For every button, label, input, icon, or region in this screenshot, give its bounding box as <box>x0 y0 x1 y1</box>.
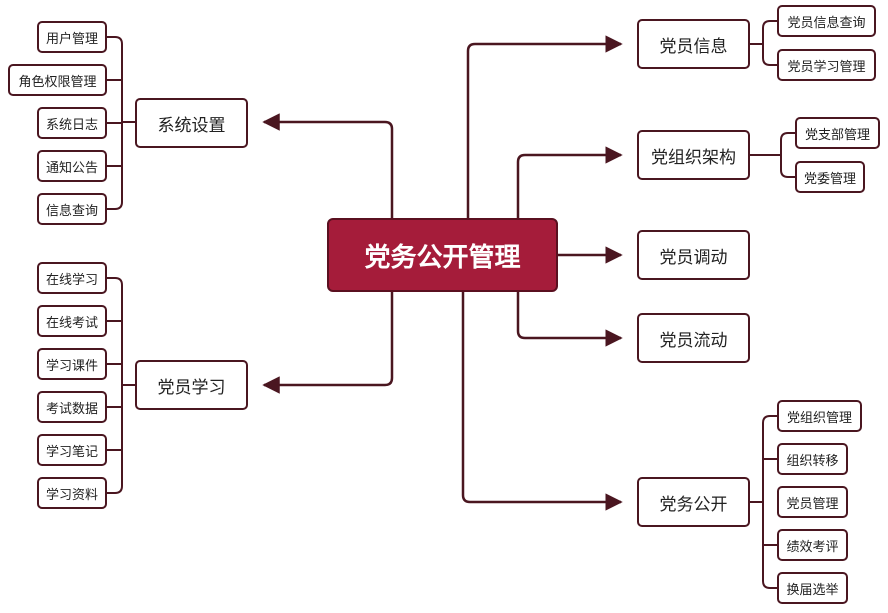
leaf-node: 学习课件 <box>37 348 107 380</box>
leaf-label: 党员管理 <box>786 496 839 512</box>
leaf-label: 系统日志 <box>45 117 98 133</box>
leaf-label: 在线考试 <box>45 315 98 331</box>
leaf-node: 用户管理 <box>37 21 107 53</box>
leaf-label: 党员学习管理 <box>787 59 866 75</box>
leaf-node: 考试数据 <box>37 391 107 423</box>
leaf-node: 角色权限管理 <box>8 64 107 96</box>
connector-root-to-xitongshezhi <box>262 113 394 218</box>
branch-label: 党组织架构 <box>651 147 736 168</box>
connector-root-to-dangyuanxuexi <box>262 292 394 394</box>
leaf-label: 党组织管理 <box>786 410 852 426</box>
branch-node-dangwugongkai: 党务公开 <box>637 477 750 527</box>
leaf-label: 学习课件 <box>45 358 98 374</box>
branch-label: 系统设置 <box>157 115 226 136</box>
branch-node-dangyuandiaodong: 党员调动 <box>637 230 750 280</box>
root-node: 党务公开管理 <box>327 218 558 292</box>
branch-node-dangyuanliudong: 党员流动 <box>637 313 750 363</box>
leaf-node: 党组织管理 <box>777 400 862 432</box>
leaf-node: 学习资料 <box>37 477 107 509</box>
leaf-label: 党支部管理 <box>804 127 870 143</box>
leaf-node: 通知公告 <box>37 150 107 182</box>
leaf-node: 党员信息查询 <box>777 5 876 37</box>
branch-node-dangyuanxinxi: 党员信息 <box>637 19 750 69</box>
root-label: 党务公开管理 <box>364 242 521 273</box>
connector-root-to-dangyuanxinxi <box>466 35 623 218</box>
leaf-node: 党员学习管理 <box>777 49 876 81</box>
leaf-label: 在线学习 <box>45 272 98 288</box>
leaf-label: 党员信息查询 <box>787 15 866 31</box>
branch-label: 党员流动 <box>659 330 728 351</box>
leaf-label: 通知公告 <box>45 160 98 176</box>
connector-root-to-dangwugongkai <box>461 292 623 511</box>
leaf-label: 换届选举 <box>786 582 839 598</box>
leaf-node: 绩效考评 <box>777 529 848 561</box>
leaf-node: 系统日志 <box>37 107 107 139</box>
leaf-label: 绩效考评 <box>786 539 839 555</box>
leaf-label: 组织转移 <box>786 453 839 469</box>
leaf-node: 党员管理 <box>777 486 848 518</box>
branch-node-dangyuanxuexi: 党员学习 <box>135 360 248 410</box>
leaf-label: 角色权限管理 <box>18 74 97 90</box>
leaf-label: 学习资料 <box>45 487 98 503</box>
branch-label: 党员信息 <box>659 36 728 57</box>
leaf-node: 在线考试 <box>37 305 107 337</box>
leaf-node: 党支部管理 <box>795 117 880 149</box>
leaf-node: 学习笔记 <box>37 434 107 466</box>
leaf-node: 换届选举 <box>777 572 848 604</box>
branch-label: 党务公开 <box>659 494 728 515</box>
connector-root-to-dangyuanliudong <box>516 292 623 347</box>
leaf-label: 用户管理 <box>45 31 98 47</box>
leaf-label: 信息查询 <box>45 203 98 219</box>
connector-root-to-dangzuzhijiagou <box>516 146 623 218</box>
leaf-label: 考试数据 <box>45 401 98 417</box>
leaf-node: 在线学习 <box>37 262 107 294</box>
leaf-label: 学习笔记 <box>45 444 98 460</box>
branch-node-dangzuzhijiagou: 党组织架构 <box>637 130 750 180</box>
branch-label: 党员调动 <box>659 247 728 268</box>
branch-label: 党员学习 <box>157 377 226 398</box>
leaf-node: 组织转移 <box>777 443 848 475</box>
leaf-label: 党委管理 <box>803 171 856 187</box>
leaf-node: 信息查询 <box>37 193 107 225</box>
leaf-node: 党委管理 <box>795 161 865 193</box>
branch-node-xitongshezhi: 系统设置 <box>135 98 248 148</box>
